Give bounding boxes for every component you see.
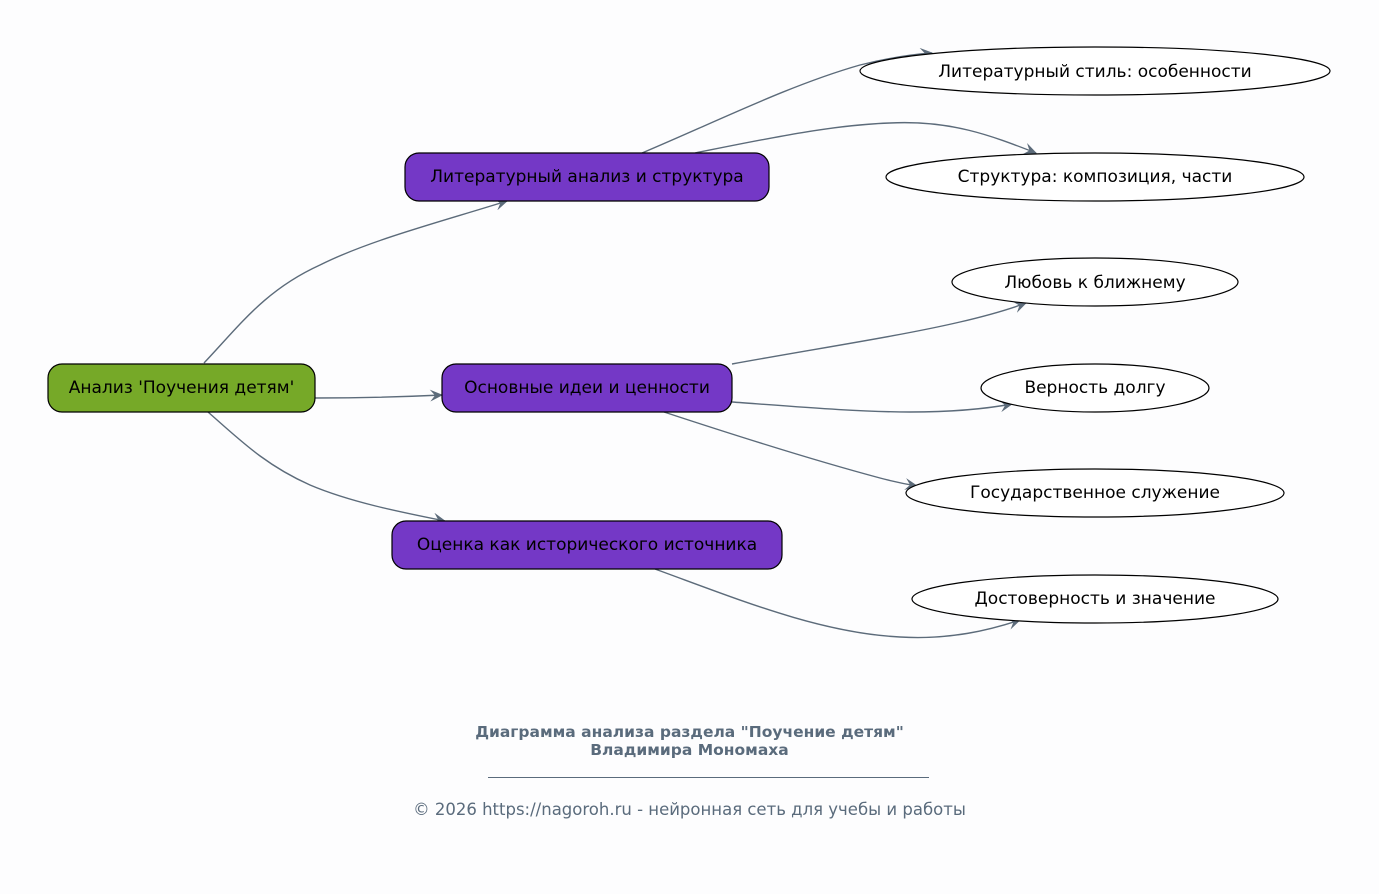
leaf-node-label: Структура: композиция, части xyxy=(958,167,1233,187)
footer-copyright: © 2026 https://nagoroh.ru - нейронная се… xyxy=(413,800,966,819)
edge-ideas-to-duty xyxy=(731,400,1013,413)
root-node-label: Анализ 'Поучения детям' xyxy=(69,378,295,398)
branch-node-label: Основные идеи и ценности xyxy=(464,378,710,398)
leaf-node-label: Любовь к ближнему xyxy=(1004,273,1185,293)
edge-ideas-to-service xyxy=(663,411,918,490)
leaf-node-label: Достоверность и значение xyxy=(975,589,1216,609)
branch-node-ideas[interactable]: Основные идеи и ценности xyxy=(441,363,733,413)
branch-node-label: Оценка как исторического источника xyxy=(417,535,757,555)
branch-node-label: Литературный анализ и структура xyxy=(430,167,743,187)
edge-root-to-literary xyxy=(203,198,508,364)
leaf-node-label: Литературный стиль: особенности xyxy=(938,62,1251,82)
leaf-node-label: Государственное служение xyxy=(970,483,1220,503)
leaf-node-love[interactable]: Любовь к ближнему xyxy=(951,257,1239,307)
edge-root-to-historical xyxy=(207,411,446,525)
caption-divider xyxy=(488,777,929,778)
leaf-node-duty[interactable]: Верность долгу xyxy=(980,363,1210,413)
edge-root-to-ideas xyxy=(314,389,443,402)
diagram-title-line1: Диаграмма анализа раздела "Поучение детя… xyxy=(475,723,904,741)
branch-node-historical[interactable]: Оценка как исторического источника xyxy=(391,520,783,570)
leaf-node-reliability[interactable]: Достоверность и значение xyxy=(911,574,1279,624)
edge-historical-to-reliability xyxy=(654,568,1021,639)
leaf-node-service[interactable]: Государственное служение xyxy=(905,468,1285,518)
root-node[interactable]: Анализ 'Поучения детям' xyxy=(47,363,316,413)
edge-literary-to-structure xyxy=(694,121,1037,155)
leaf-node-label: Верность долгу xyxy=(1024,378,1165,398)
leaf-node-style[interactable]: Литературный стиль: особенности xyxy=(859,46,1331,96)
diagram-title-line2: Владимира Мономаха xyxy=(590,741,789,759)
diagram-title: Диаграмма анализа раздела "Поучение детя… xyxy=(0,723,1379,759)
branch-node-literary[interactable]: Литературный анализ и структура xyxy=(404,152,770,202)
leaf-node-structure[interactable]: Структура: композиция, части xyxy=(885,152,1305,202)
edge-literary-to-style xyxy=(641,47,933,154)
edge-ideas-to-love xyxy=(731,301,1027,365)
